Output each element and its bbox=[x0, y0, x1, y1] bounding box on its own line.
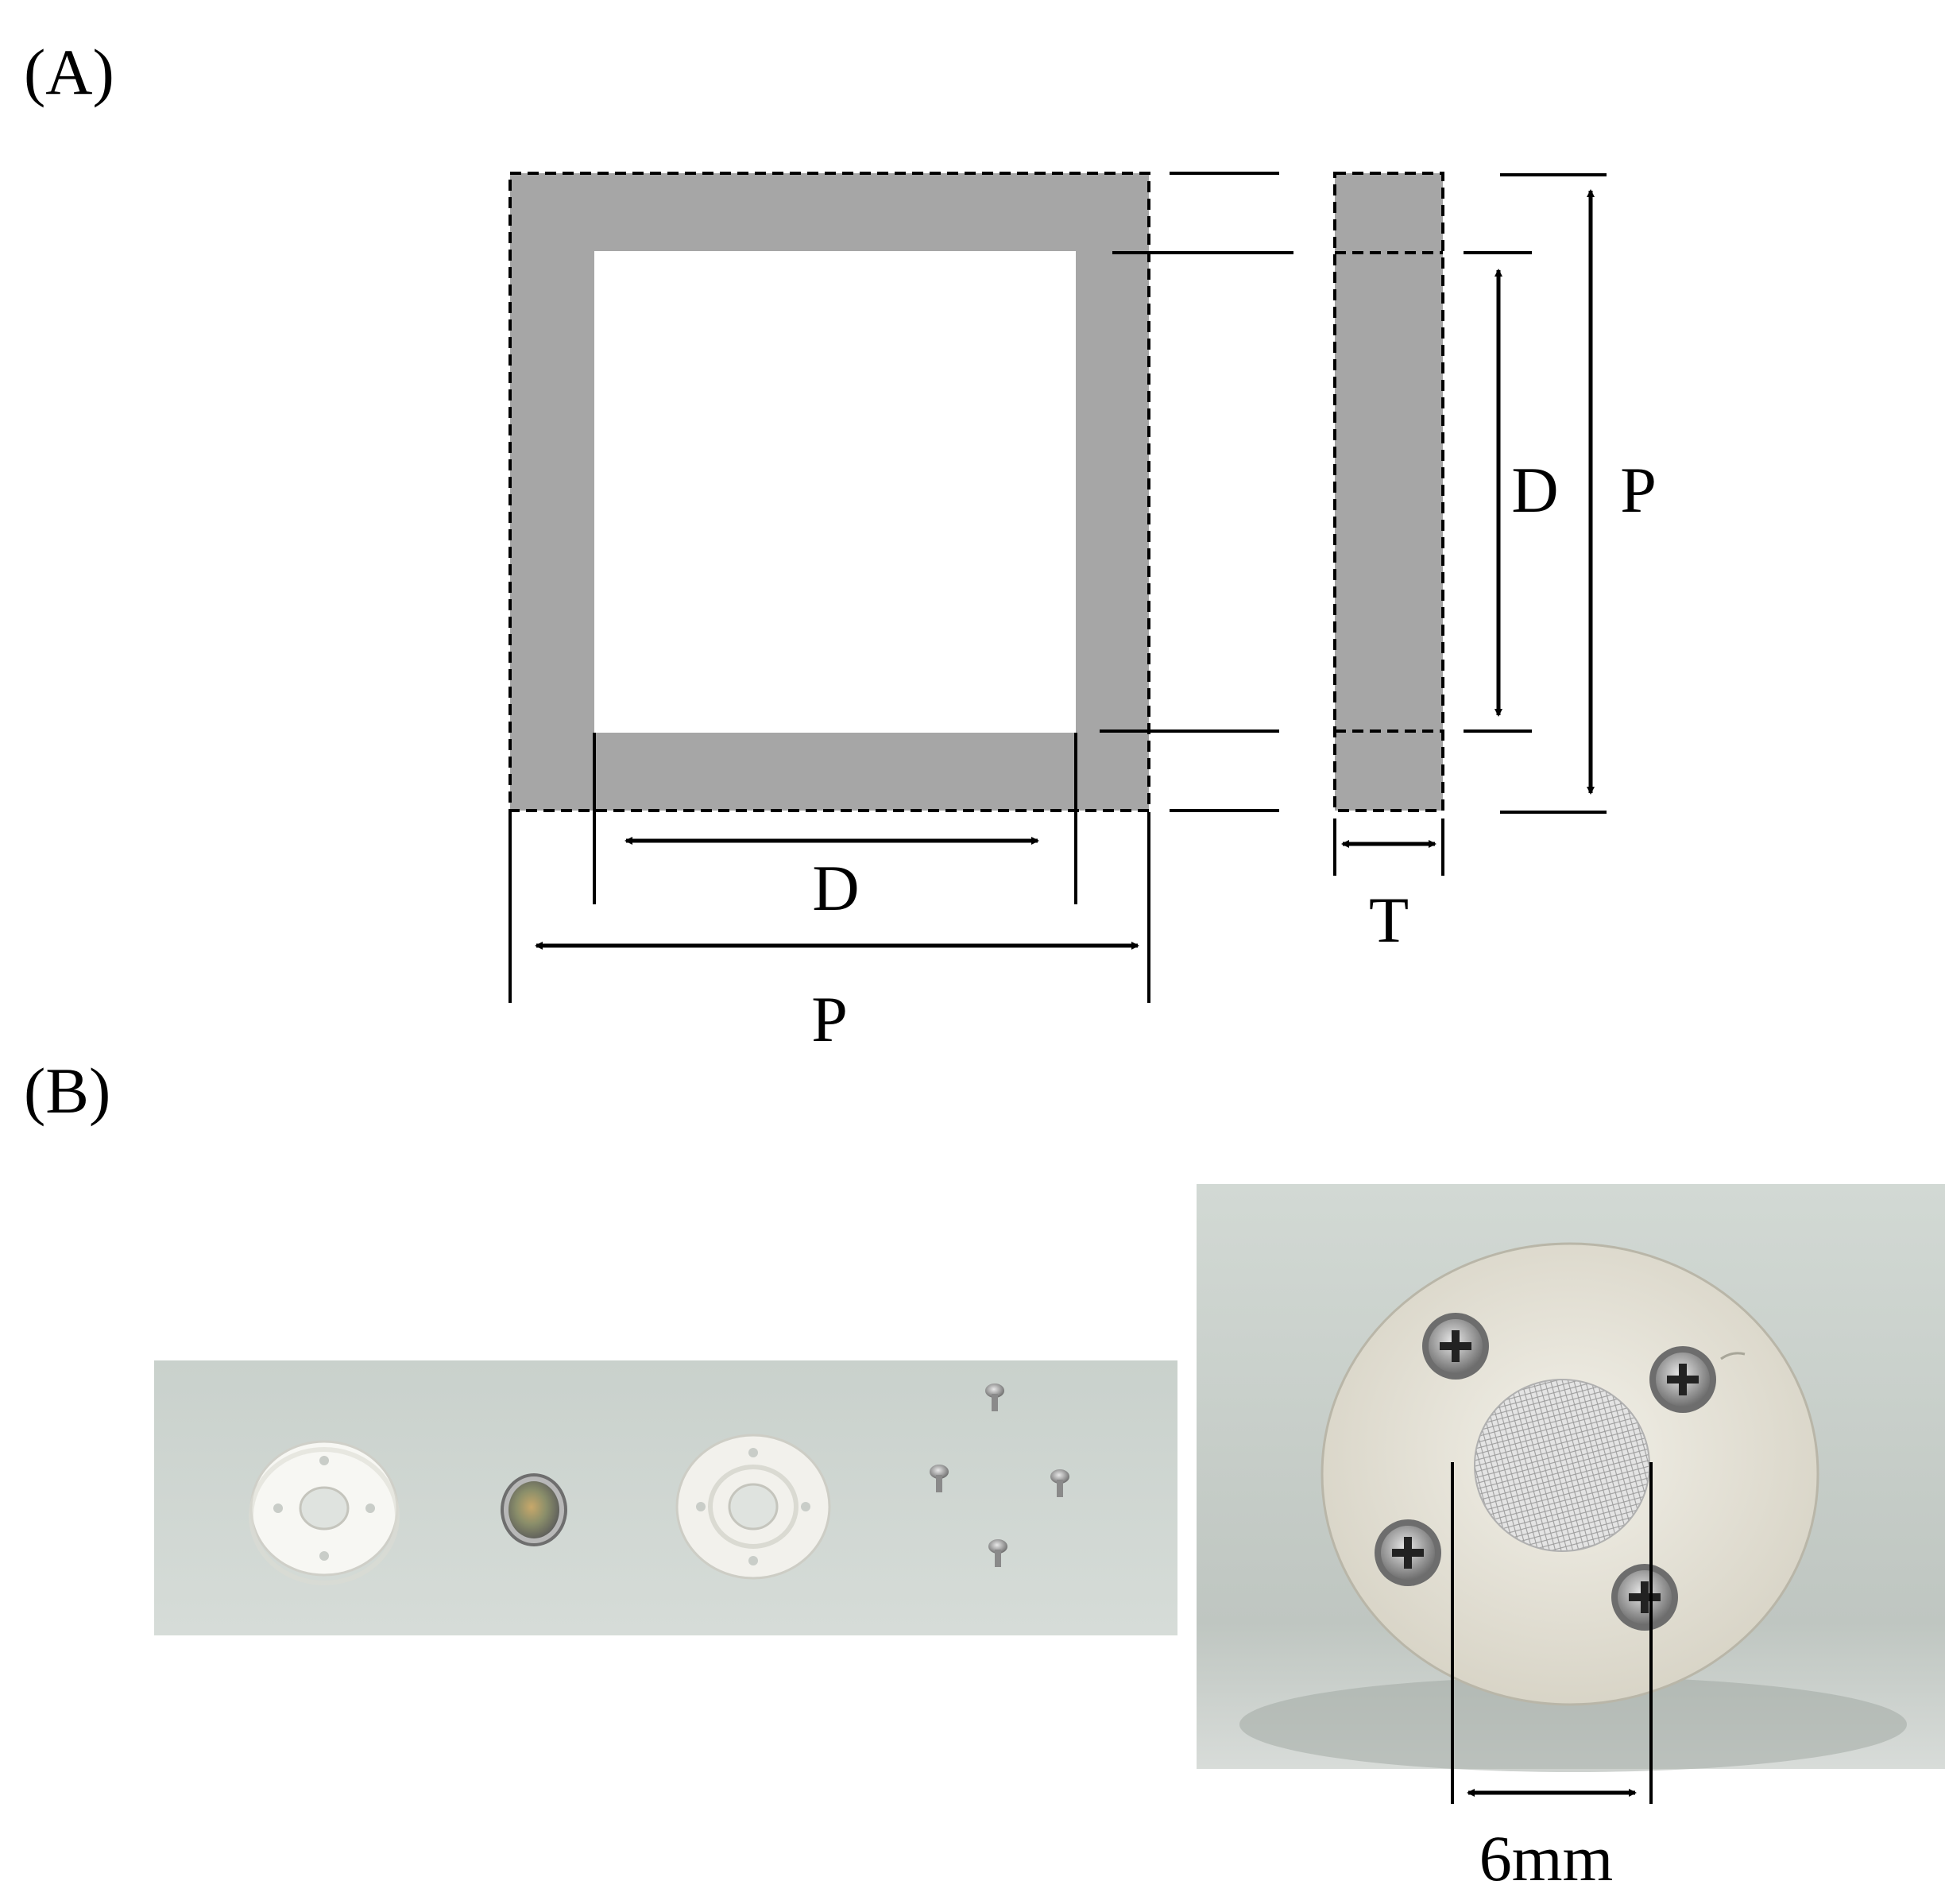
screw-right bbox=[1050, 1469, 1069, 1497]
assembled-holder-photo bbox=[1197, 1184, 1945, 1772]
screw-top bbox=[985, 1383, 1004, 1411]
front-p-label: P bbox=[811, 983, 848, 1055]
scale-label: 6mm bbox=[1479, 1822, 1614, 1894]
screw-bottom bbox=[988, 1539, 1007, 1567]
holder-screw-bottom-right bbox=[1611, 1564, 1678, 1631]
screw-left bbox=[930, 1465, 949, 1492]
panel-a-label: (A) bbox=[24, 36, 114, 108]
side-view-body bbox=[1333, 172, 1444, 812]
projection-lines bbox=[1100, 172, 1293, 812]
scale-bar bbox=[1451, 1462, 1653, 1804]
holder-disk-left bbox=[249, 1440, 400, 1585]
holder-disk-right bbox=[675, 1434, 831, 1580]
membrane-sample bbox=[501, 1473, 567, 1546]
side-view-frame bbox=[1333, 172, 1444, 812]
side-view-extension-lines bbox=[1333, 173, 1607, 876]
thickness-label: T bbox=[1369, 884, 1409, 956]
mesh-membrane bbox=[1474, 1379, 1650, 1552]
parts-photo bbox=[154, 1360, 1177, 1635]
front-view-extension-lines bbox=[508, 733, 1150, 1003]
front-d-label: D bbox=[812, 852, 859, 924]
front-view-frame bbox=[508, 172, 1150, 812]
screws bbox=[930, 1383, 1069, 1567]
holder-screw-top-right bbox=[1649, 1346, 1716, 1413]
holder-screw-top-left bbox=[1422, 1313, 1489, 1380]
panel-b-label: (B) bbox=[24, 1055, 110, 1127]
side-d-label: D bbox=[1511, 454, 1558, 526]
holder-screw-bottom-left bbox=[1375, 1519, 1441, 1586]
frame-inner-opening bbox=[594, 251, 1076, 733]
side-p-label: P bbox=[1620, 454, 1657, 526]
